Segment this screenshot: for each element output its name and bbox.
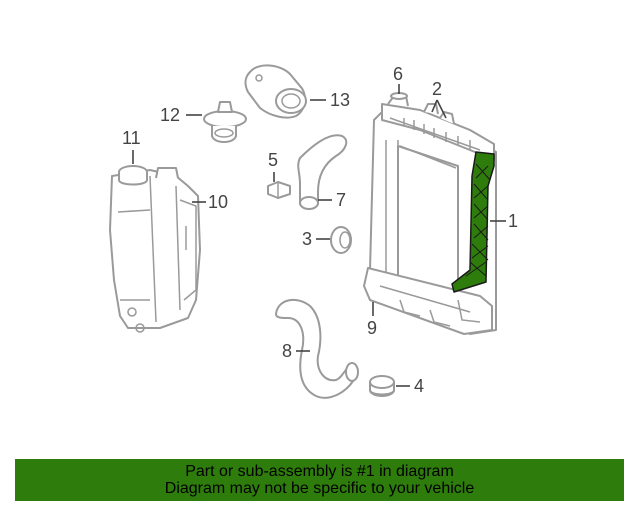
callout-4-label: 4 [414,376,424,396]
callout-4: 4 [396,376,424,396]
part-1-radiator-side-baffle [451,151,495,293]
part-7-upper-hose [297,134,348,210]
callout-1: 1 [490,211,518,231]
callout-12-label: 12 [160,105,180,125]
callout-5-label: 5 [268,150,278,170]
part-10-11-coolant-reservoir [109,165,201,333]
callout-6-label: 6 [393,64,403,84]
callout-1-label: 1 [508,211,518,231]
part-13-thermostat-housing [244,64,307,119]
callout-12: 12 [160,105,202,125]
part-8-lower-hose [275,298,359,399]
callout-2: 2 [431,79,447,119]
part-5-bolt [267,181,291,199]
callout-9: 9 [367,302,377,338]
notice-banner: Part or sub-assembly is #1 in diagram Di… [15,459,624,501]
callout-11: 11 [122,128,141,164]
part-1-highlight [451,151,495,293]
callout-7: 7 [318,190,346,210]
notice-line-2: Diagram may not be specific to your vehi… [164,480,475,497]
callout-13-label: 13 [330,90,350,110]
parts-diagram: 1 2 3 4 5 6 7 8 9 10 11 12 [109,64,518,399]
callout-10-label: 10 [208,192,228,212]
callout-13: 13 [310,90,350,110]
callout-2-label: 2 [432,79,442,99]
part-3-grommet [330,226,352,254]
callout-9-label: 9 [367,318,377,338]
part-4-mount-insulator [369,375,395,397]
callout-3-label: 3 [302,229,312,249]
callout-7-label: 7 [336,190,346,210]
callout-8: 8 [282,341,310,361]
callout-10: 10 [192,192,228,212]
callout-3: 3 [302,229,330,249]
callout-6: 6 [393,64,403,94]
part-12-thermostat [203,101,247,143]
notice-line-1: Part or sub-assembly is #1 in diagram [185,463,454,480]
callout-8-label: 8 [282,341,292,361]
callout-11-label: 11 [122,128,141,148]
callout-5: 5 [268,150,278,182]
